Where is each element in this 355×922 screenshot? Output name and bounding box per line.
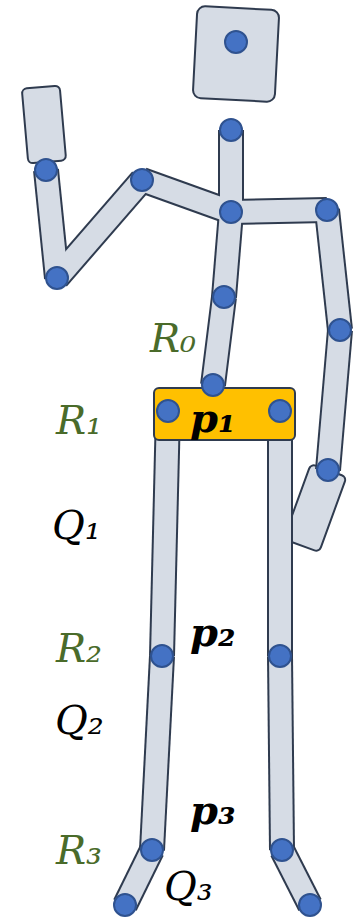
shin	[280, 656, 282, 850]
position-label: p₁	[190, 398, 236, 438]
spine	[213, 297, 224, 385]
arm	[57, 180, 142, 278]
arm	[57, 180, 142, 278]
rotation-label: R₂	[56, 628, 102, 668]
shin	[280, 656, 282, 850]
rotation-label: R₀	[150, 318, 196, 358]
thigh	[162, 411, 168, 656]
limb-outlines	[46, 130, 340, 905]
rotation-label: R₁	[56, 400, 102, 440]
arm	[327, 210, 340, 330]
spine	[213, 297, 224, 385]
joint-dot	[299, 894, 321, 916]
shin	[152, 656, 162, 850]
joint-dot	[157, 400, 179, 422]
joint-dot	[329, 319, 351, 341]
joint-dot	[114, 894, 136, 916]
arm	[46, 170, 57, 278]
thigh	[269, 411, 291, 656]
thigh	[162, 411, 168, 656]
shoulder	[142, 180, 231, 212]
joint-dot	[46, 267, 68, 289]
joint-dot	[220, 119, 242, 141]
position-label: p₃	[190, 790, 236, 830]
head	[193, 6, 280, 102]
pelvis	[154, 388, 295, 440]
arm	[328, 330, 340, 470]
hand	[22, 85, 66, 163]
joint-dot	[316, 199, 338, 221]
joint-dot	[271, 839, 293, 861]
thigh	[267, 411, 293, 656]
limb-fills	[46, 130, 340, 905]
joint-dot	[35, 159, 57, 181]
joint-dot	[269, 645, 291, 667]
joint-dot	[213, 286, 235, 308]
joint-dot	[151, 645, 173, 667]
joint-dot	[131, 169, 153, 191]
spine	[224, 212, 231, 297]
rotation-label: R₃	[56, 830, 102, 870]
arm	[327, 210, 340, 330]
position-label: p₂	[190, 612, 236, 652]
joint-dot	[220, 201, 242, 223]
shoulder	[231, 210, 327, 212]
quaternion-label: Q₂	[55, 700, 104, 740]
joints	[35, 31, 351, 916]
joint-dot	[141, 839, 163, 861]
quaternion-label: Q₁	[52, 505, 101, 545]
joint-dot	[317, 459, 339, 481]
shoulder	[142, 180, 231, 212]
joint-dot	[269, 400, 291, 422]
arm	[46, 170, 57, 278]
quaternion-label: Q₃	[164, 866, 213, 906]
shoulder	[231, 210, 327, 212]
arm	[328, 330, 340, 470]
joint-dot	[225, 31, 247, 53]
shin	[152, 656, 162, 850]
spine	[224, 212, 231, 297]
joint-dot	[202, 374, 224, 396]
